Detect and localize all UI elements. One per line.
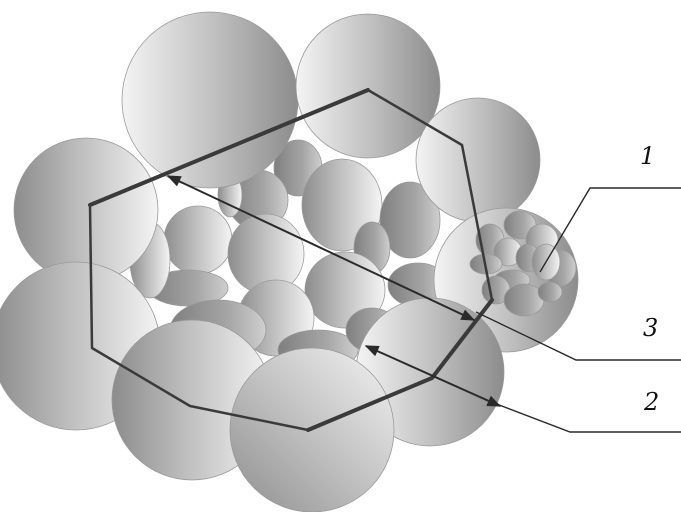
inner-sphere	[164, 206, 232, 274]
outer-sphere	[416, 98, 540, 222]
callout-label-1: 1	[640, 142, 655, 170]
callout-label-3: 3	[643, 314, 658, 342]
small-sphere	[504, 284, 544, 316]
outer-sphere	[296, 14, 440, 158]
outer-sphere	[122, 12, 298, 188]
outer-sphere	[14, 138, 158, 282]
callout-label-2: 2	[643, 388, 659, 416]
small-sphere	[538, 282, 562, 302]
